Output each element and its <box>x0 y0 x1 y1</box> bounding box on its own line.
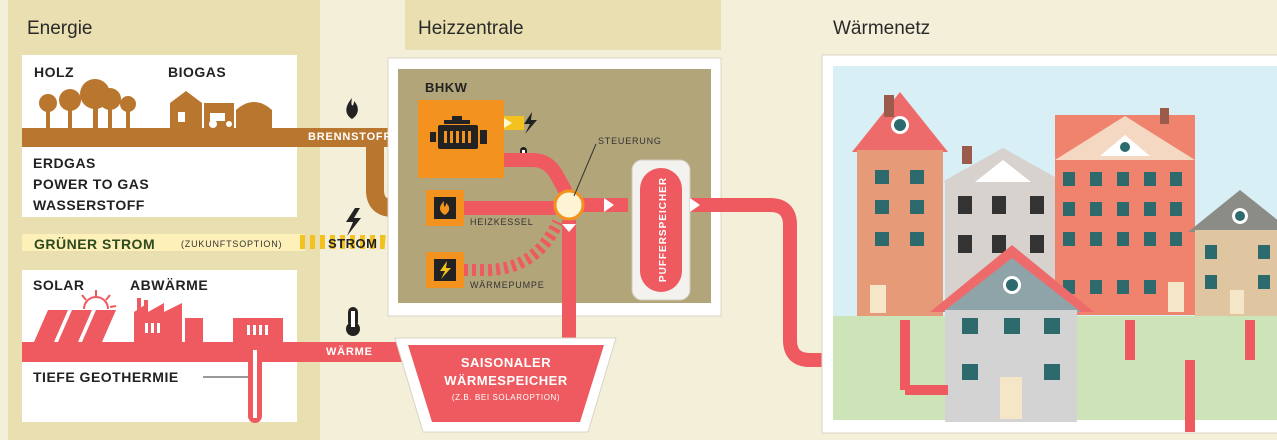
label-heizkessel: HEIZKESSEL <box>470 217 534 227</box>
label-strom: STROM <box>328 236 378 251</box>
thermometer-icon <box>346 307 360 336</box>
label-steuerung: STEUERUNG <box>598 136 662 146</box>
holz-trees-icon <box>39 79 136 128</box>
gruener-strom-stripe <box>22 234 305 251</box>
label-solar: SOLAR <box>33 277 85 293</box>
label-power-to-gas: POWER TO GAS <box>33 176 150 192</box>
heizkessel-flame-icon <box>440 201 450 215</box>
waerme-band <box>22 342 422 362</box>
bhkw-strom-arrow <box>504 118 512 128</box>
network-branches <box>900 320 1255 432</box>
sun-icon <box>81 290 117 310</box>
steuerung-valve <box>553 189 585 221</box>
label-waermespeicher: WÄRMESPEICHER <box>444 373 568 388</box>
engine-icon <box>430 116 487 149</box>
label-waerme-flow: WÄRME <box>326 346 373 358</box>
label-gruener-strom: GRÜNER STROM <box>34 236 156 252</box>
title-waermenetz: Wärmenetz <box>833 18 931 39</box>
factory-icon <box>134 298 283 342</box>
label-pufferspeicher: PUFFERSPEICHER <box>658 176 670 283</box>
label-saisonaler: SAISONALER <box>460 355 552 370</box>
label-abwaerme: ABWÄRME <box>130 277 209 293</box>
bhkw-heat-pipe <box>504 153 573 196</box>
label-bhkw: BHKW <box>425 80 468 95</box>
label-waermepumpe: WÄRMEPUMPE <box>470 280 545 290</box>
label-brennstoff: BRENNSTOFF <box>308 131 391 143</box>
lightning-icon <box>346 208 361 236</box>
label-wasserstoff: WASSERSTOFF <box>33 197 145 213</box>
title-energie: Energie <box>27 18 93 39</box>
brennstoff-band <box>22 128 417 147</box>
house-right-tall <box>1055 108 1195 315</box>
house-front <box>930 245 1094 422</box>
label-holz: HOLZ <box>34 64 75 80</box>
label-biogas: BIOGAS <box>168 64 227 80</box>
steuerung-leader <box>573 143 597 197</box>
house-far-right <box>1188 190 1277 316</box>
saisonaler-speicher <box>408 345 604 422</box>
bhkw-strom-out <box>504 116 524 130</box>
label-tiefe-geothermie: TIEFE GEOTHERMIE <box>33 369 179 385</box>
solar-panels-icon <box>34 310 116 342</box>
bhkw-lightning <box>524 112 537 134</box>
label-solaroption-note: (Z.B. BEI SOLAROPTION) <box>451 393 561 402</box>
house-left <box>852 92 948 316</box>
biogas-farm-icon <box>170 91 272 128</box>
flame-icon <box>346 98 358 119</box>
heizzentrale-panel <box>405 0 721 50</box>
waermepumpe-lightning-icon <box>440 261 451 279</box>
label-erdgas: ERDGAS <box>33 155 96 171</box>
network-main-pipe <box>690 198 1277 367</box>
label-zukunftsoption: (ZUKUNFTSOPTION) <box>181 239 283 249</box>
title-heizzentrale: Heizzentrale <box>418 18 524 39</box>
